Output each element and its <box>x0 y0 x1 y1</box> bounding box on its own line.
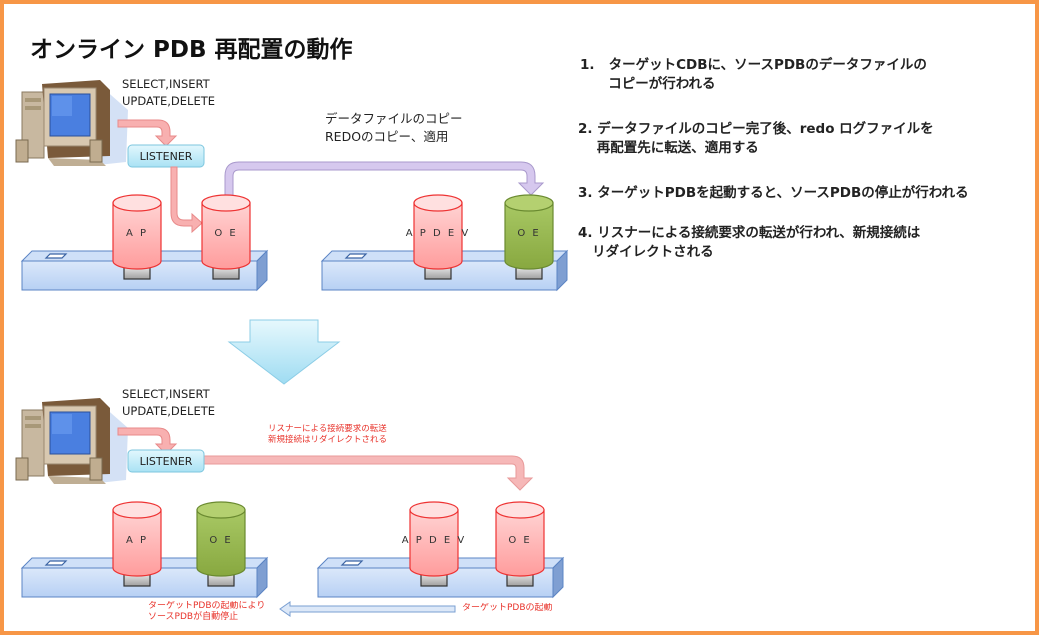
step-4-line1: 4. リスナーによる接続要求の転送が行われ、新規接続は <box>578 225 921 241</box>
sql-line2-bottom: UPDATE,DELETE <box>122 404 216 418</box>
step-3-line1: 3. ターゲットPDBを起動すると、ソースPDBの停止が行われる <box>578 185 969 201</box>
db-top <box>413 194 463 212</box>
page-title: オンライン PDB 再配置の動作 <box>30 37 353 63</box>
sql-line2-top: UPDATE,DELETE <box>122 94 216 108</box>
source-pdb-1-top: A P <box>112 194 162 280</box>
client-to-listener-arrow-bottom <box>117 427 178 455</box>
db-body <box>413 202 463 270</box>
db-label: O E <box>508 535 531 546</box>
redirect-caption: リスナーによる接続要求の転送 新規接続はリダイレクトされる <box>268 424 468 446</box>
step-2-line1: 2. データファイルのコピー完了後、redo ログファイルを <box>578 121 934 137</box>
copy-caption-line1: データファイルのコピー <box>325 111 463 126</box>
source-pdb-2-bottom: O E <box>196 501 246 587</box>
step-2: 2. データファイルのコピー完了後、redo ログファイルを 再配置先に転送、適… <box>578 120 934 158</box>
listener-label-bottom: LISTENER <box>140 455 193 468</box>
target-pdb-2-bottom: O E <box>495 501 545 587</box>
step-1: 1. ターゲットCDBに、ソースPDBのデータファイルの コピーが行われる <box>580 56 927 94</box>
step-1-line1: 1. ターゲットCDBに、ソースPDBのデータファイルの <box>580 57 927 73</box>
db-label: A P <box>126 535 148 546</box>
copy-arrow <box>224 161 545 197</box>
listener-to-oe-arrow <box>170 166 203 234</box>
redirect-caption-line2: 新規接続はリダイレクトされる <box>268 435 388 445</box>
step-2-line2: 再配置先に転送、適用する <box>578 140 759 156</box>
source-pdb-1-bottom: A P <box>112 501 162 587</box>
target-pdb-2-top: O E <box>504 194 554 280</box>
listener-label-top: LISTENER <box>140 150 193 163</box>
db-top <box>495 501 545 519</box>
transition-down-arrow <box>227 319 341 385</box>
db-body <box>196 509 246 577</box>
sql-operations-top: SELECT,INSERT UPDATE,DELETE <box>122 76 252 110</box>
sql-line1-top: SELECT,INSERT <box>122 77 210 91</box>
auto-stop-caption: ターゲットPDBの起動により ソースPDBが自動停止 <box>148 601 288 623</box>
db-label: O E <box>209 535 232 546</box>
source-pdb-2-top: O E <box>201 194 251 280</box>
db-top <box>504 194 554 212</box>
target-pdb-1-bottom: A P D E V <box>402 501 466 587</box>
step-1-line2: コピーが行われる <box>580 76 716 92</box>
client-computer-icon <box>15 80 128 166</box>
db-top <box>112 501 162 519</box>
client-to-listener-arrow <box>117 119 178 147</box>
db-top <box>201 194 251 212</box>
target-start-caption: ターゲットPDBの起動 <box>462 603 553 613</box>
step-3: 3. ターゲットPDBを起動すると、ソースPDBの停止が行われる <box>578 184 969 203</box>
db-top <box>196 501 246 519</box>
auto-stop-arrow <box>279 601 456 617</box>
listener-box-top: LISTENER <box>127 144 205 168</box>
copy-caption: データファイルのコピー REDOのコピー、適用 <box>325 110 525 146</box>
sql-operations-bottom: SELECT,INSERT UPDATE,DELETE <box>122 386 252 420</box>
sql-line1-bottom: SELECT,INSERT <box>122 387 210 401</box>
db-body <box>504 202 554 270</box>
db-body <box>409 509 459 577</box>
db-top <box>112 194 162 212</box>
client-computer-icon-bottom <box>15 398 128 484</box>
auto-stop-caption-line2: ソースPDBが自動停止 <box>148 612 239 622</box>
redirect-caption-line1: リスナーによる接続要求の転送 <box>268 424 387 434</box>
auto-stop-caption-line1: ターゲットPDBの起動により <box>148 601 266 611</box>
db-label: A P D E V <box>406 228 470 239</box>
db-label: A P <box>126 228 148 239</box>
db-body <box>112 202 162 270</box>
target-pdb-1-top: A P D E V <box>406 194 470 280</box>
db-label: O E <box>214 228 237 239</box>
copy-caption-line2: REDOのコピー、適用 <box>325 129 449 144</box>
db-body <box>201 202 251 270</box>
listener-box-bottom: LISTENER <box>127 449 205 473</box>
redirect-arrow <box>203 455 534 491</box>
step-4-line2: リダイレクトされる <box>578 244 714 260</box>
db-top <box>409 501 459 519</box>
db-label: A P D E V <box>402 535 466 546</box>
step-4: 4. リスナーによる接続要求の転送が行われ、新規接続は リダイレクトされる <box>578 224 920 262</box>
db-body <box>495 509 545 577</box>
db-label: O E <box>517 228 540 239</box>
db-body <box>112 509 162 577</box>
